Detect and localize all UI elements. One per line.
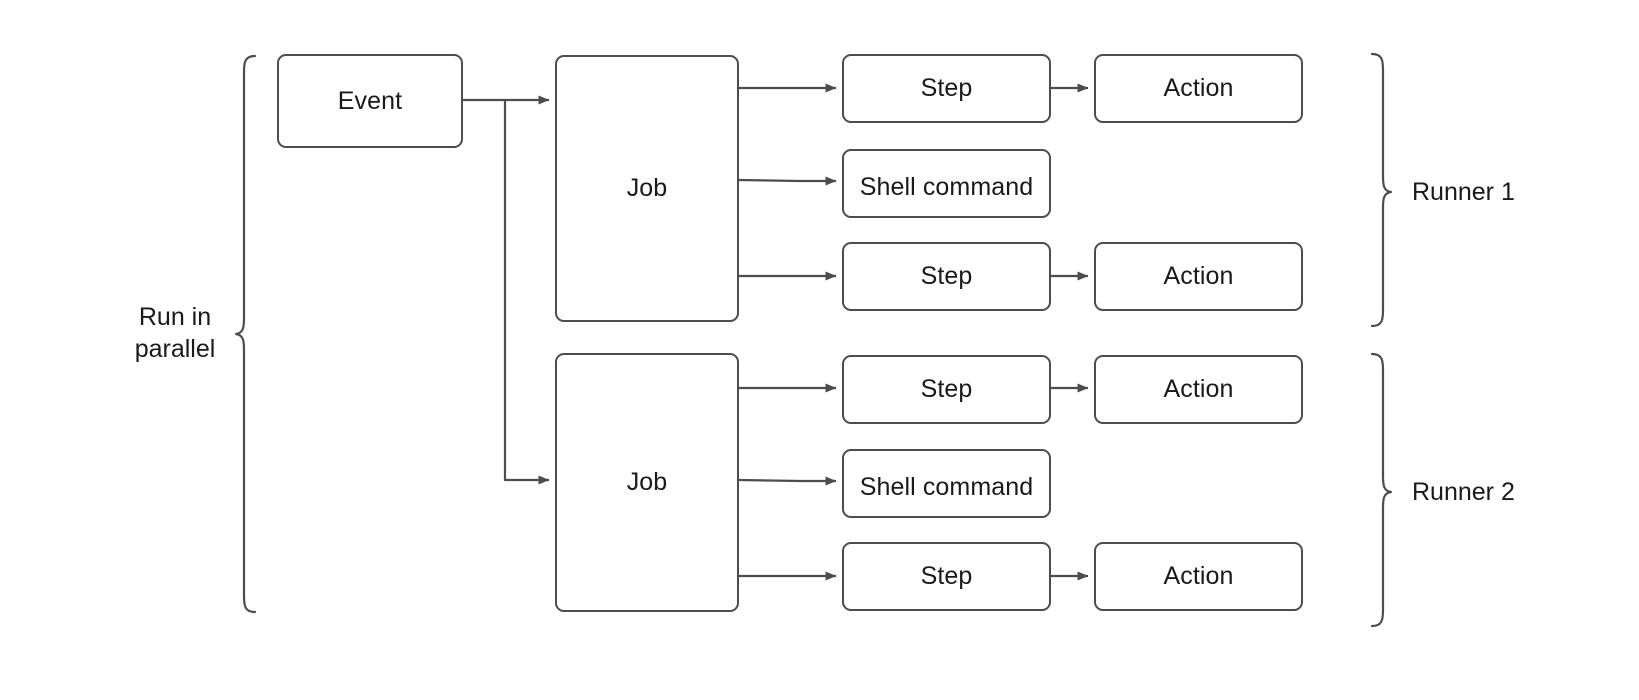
node-runner1-shell-command-label: Shell command xyxy=(859,173,1034,201)
node-runner2-action-2[interactable]: Action xyxy=(1094,542,1303,611)
node-runner1-action-1[interactable]: Action xyxy=(1094,54,1303,123)
label-runner-1: Runner 1 xyxy=(1412,178,1515,206)
node-job-2[interactable]: Job xyxy=(555,353,739,612)
node-job-2-label: Job xyxy=(626,468,668,497)
connector-job2-to-shell xyxy=(738,476,837,486)
label-run-in-parallel: Run in parallel xyxy=(134,303,216,363)
node-runner2-step-1[interactable]: Step xyxy=(842,355,1051,424)
node-event[interactable]: Event xyxy=(277,54,463,148)
node-runner2-shell-command[interactable]: Shell command xyxy=(842,449,1051,518)
brace-run-in-parallel xyxy=(234,54,257,614)
label-runner-2: Runner 2 xyxy=(1412,478,1515,506)
node-runner2-step-2[interactable]: Step xyxy=(842,542,1051,611)
node-event-label: Event xyxy=(337,86,403,115)
node-runner1-step-2[interactable]: Step xyxy=(842,242,1051,311)
node-runner1-step-1-label: Step xyxy=(920,74,973,103)
node-runner1-shell-command[interactable]: Shell command xyxy=(842,149,1051,218)
node-runner1-action-2[interactable]: Action xyxy=(1094,242,1303,311)
node-runner2-step-2-label: Step xyxy=(920,562,973,591)
node-runner2-action-2-label: Action xyxy=(1163,562,1234,591)
connector-job1-to-shell xyxy=(738,176,837,186)
connector-event-to-job2 xyxy=(503,100,550,485)
node-runner2-action-1[interactable]: Action xyxy=(1094,355,1303,424)
node-runner1-step-1[interactable]: Step xyxy=(842,54,1051,123)
brace-runner-1 xyxy=(1370,52,1393,328)
node-runner2-step-1-label: Step xyxy=(920,375,973,404)
node-runner2-action-1-label: Action xyxy=(1163,375,1234,404)
node-runner1-action-2-label: Action xyxy=(1163,262,1234,291)
node-job-1-label: Job xyxy=(626,174,668,203)
node-runner1-step-2-label: Step xyxy=(920,262,973,291)
node-runner2-shell-command-label: Shell command xyxy=(859,473,1034,501)
node-runner1-action-1-label: Action xyxy=(1163,74,1234,103)
brace-runner-2 xyxy=(1370,352,1393,628)
node-job-1[interactable]: Job xyxy=(555,55,739,322)
